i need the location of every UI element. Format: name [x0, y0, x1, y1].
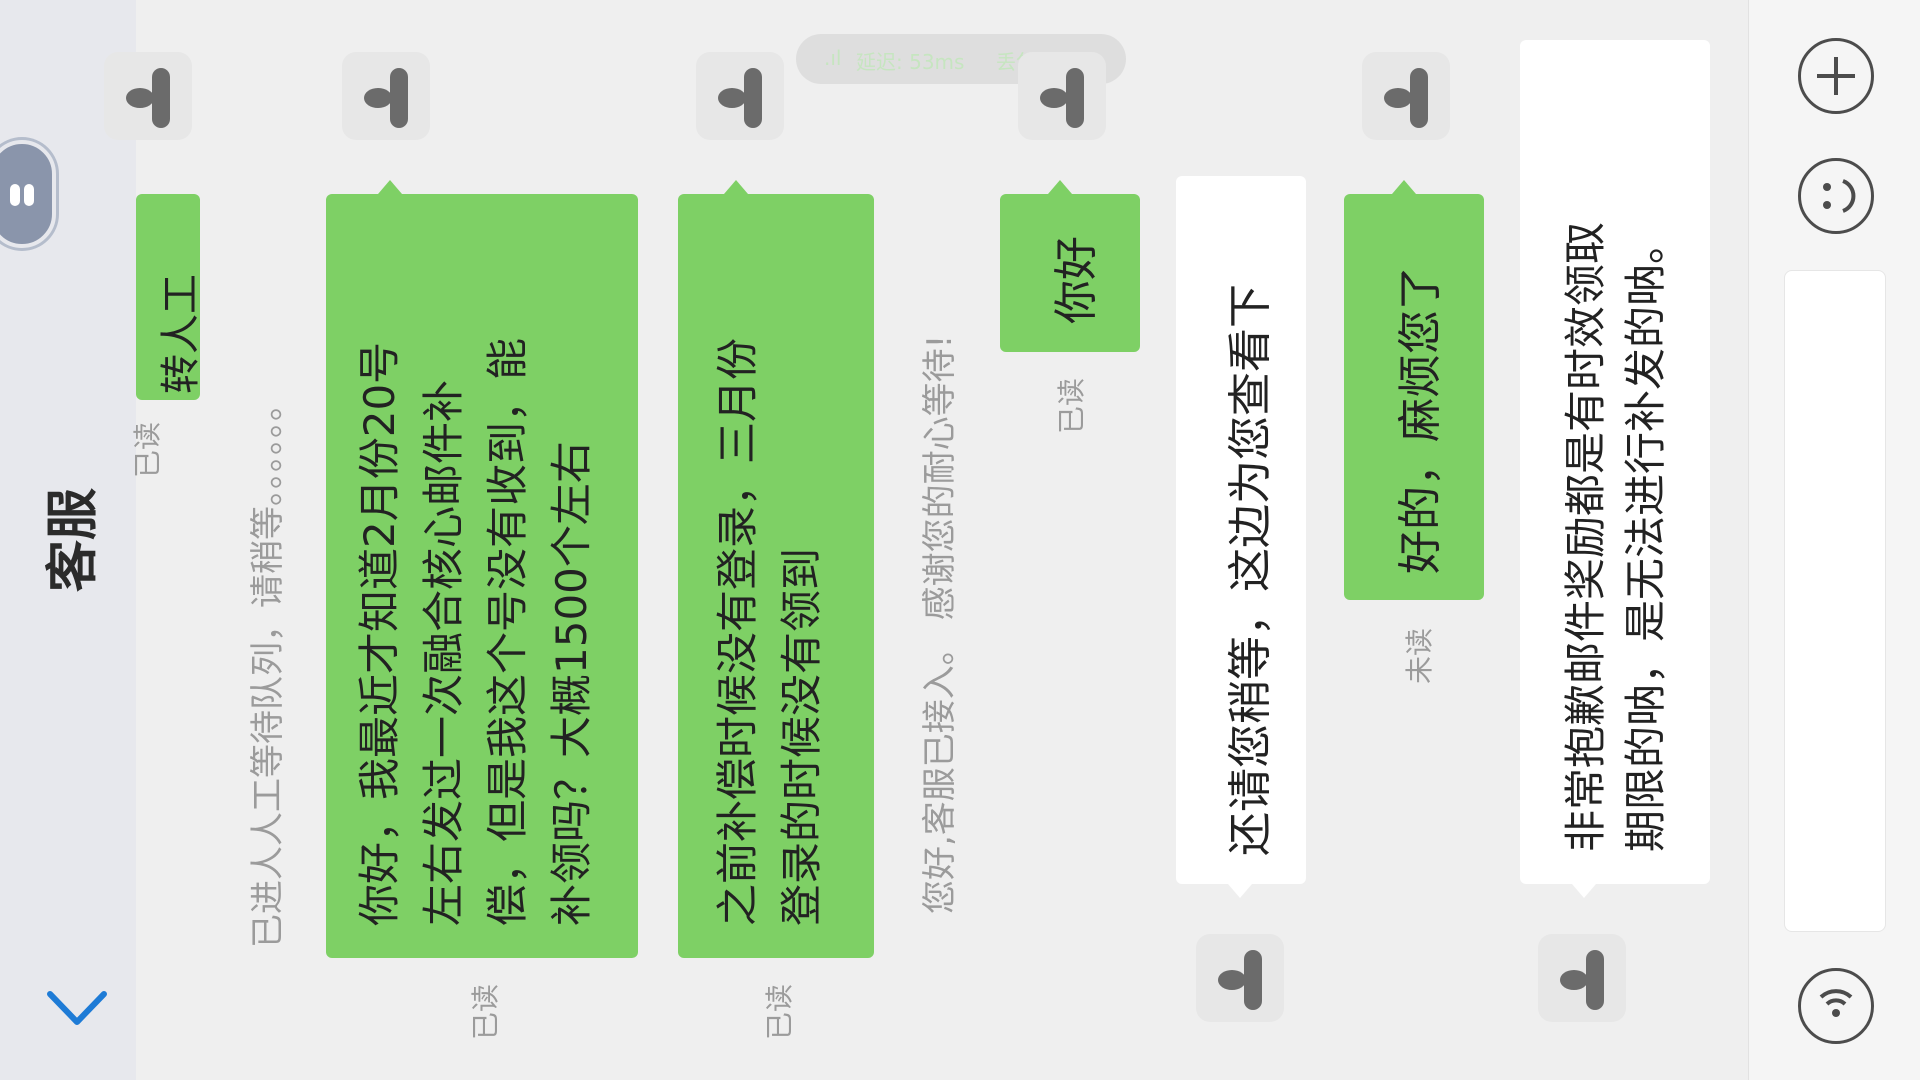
bubble-tail — [378, 180, 402, 194]
avatar-icon — [1018, 52, 1106, 140]
message-input[interactable] — [1784, 270, 1886, 932]
message-bubble-agent[interactable]: 还请您稍等，这边为您查看下 — [1176, 176, 1306, 884]
read-status: 已读 — [763, 983, 796, 1040]
message-text: 转人工 — [158, 274, 204, 394]
system-message: 您好,客服已接入。 感谢您的耐心等待! — [920, 334, 960, 914]
plus-icon[interactable] — [1798, 38, 1874, 114]
robot-icon[interactable] — [0, 140, 56, 248]
message-bubble-agent[interactable]: 非常抱歉邮件奖励都是有时效领取 期限的呐，是无法进行补发的呐。 — [1520, 40, 1710, 884]
latency-text: 延迟: 53ms — [856, 50, 965, 74]
avatar-icon — [1196, 934, 1284, 1022]
message-bubble-user[interactable]: 你好，我最近才知道2月份20号 左右发过一次融合核心邮件补 偿，但是我这个号没有… — [326, 194, 638, 958]
message-bubble-user[interactable]: 之前补偿时候没有登录，三月份 登录的时候没有领到 — [678, 194, 874, 958]
avatar-icon — [1362, 52, 1450, 140]
message-text: 你好，我最近才知道2月份20号 左右发过一次融合核心邮件补 偿，但是我这个号没有… — [355, 337, 596, 926]
message-text: 之前补偿时候没有登录，三月份 登录的时候没有领到 — [713, 337, 826, 926]
read-status: 已读 — [469, 983, 502, 1040]
bubble-tail — [1572, 884, 1596, 898]
signal-indicator: .ıl — [824, 46, 842, 70]
bubble-tail — [1228, 884, 1252, 898]
message-text: 非常抱歉邮件奖励都是有时效领取 期限的呐，是无法进行补发的呐。 — [1561, 221, 1670, 852]
message-bubble-user[interactable]: 好的，麻烦您了 — [1344, 194, 1484, 600]
page-title: 客服 — [43, 487, 104, 593]
message-text: 你好 — [1051, 236, 1102, 324]
unread-status: 未读 — [1403, 627, 1436, 684]
message-bubble-user[interactable]: 你好 — [1000, 194, 1140, 352]
message-text: 还请您稍等，这边为您查看下 — [1225, 284, 1276, 856]
emoji-icon[interactable] — [1798, 158, 1874, 234]
bubble-tail — [724, 180, 748, 194]
read-status: 已读 — [1055, 377, 1088, 434]
wifi-icon[interactable] — [1798, 968, 1874, 1044]
page-title-wrap: 客服 — [0, 440, 136, 640]
avatar-icon — [1538, 934, 1626, 1022]
system-message: 已进人人工等待队列，请稍等。。。。。。 — [248, 387, 288, 948]
read-status: 已读 — [131, 421, 164, 478]
avatar-icon — [342, 52, 430, 140]
message-text: 好的，麻烦您了 — [1395, 266, 1446, 574]
avatar-icon — [696, 52, 784, 140]
message-bubble-user[interactable]: 转人工 — [136, 194, 204, 400]
chevron-down-icon[interactable] — [42, 982, 112, 1032]
bubble-tail — [1048, 180, 1072, 194]
avatar-icon — [104, 52, 192, 140]
bubble-tail — [1392, 180, 1416, 194]
